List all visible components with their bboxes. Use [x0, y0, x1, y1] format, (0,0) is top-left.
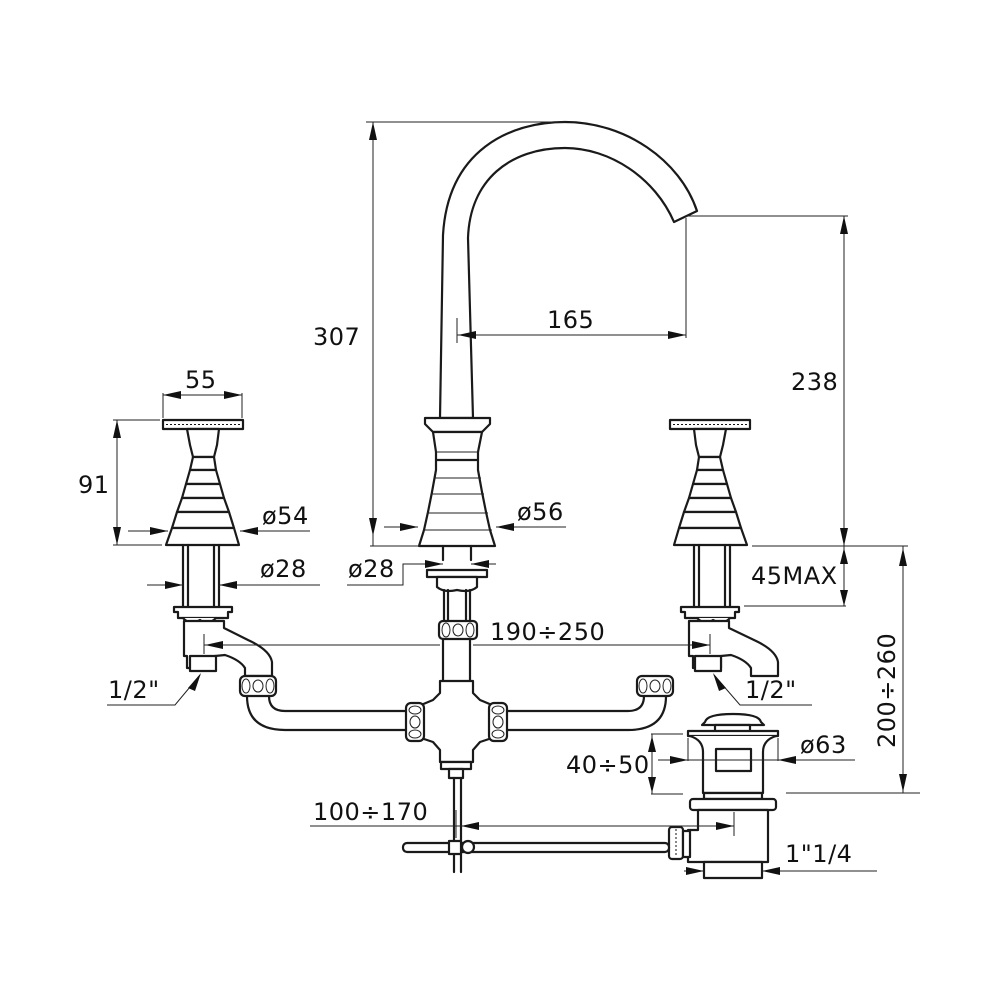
dim-spout-base-diameter: ø56	[517, 498, 564, 526]
spout-base-cap	[423, 416, 492, 434]
dim-shank-diameter-center: ø28	[348, 555, 395, 583]
dim-waste-plug-height: 40÷50	[566, 751, 650, 779]
dim-handle-height: 91	[78, 471, 110, 499]
pop-up-waste	[667, 712, 780, 880]
dim-spout-outlet-height: 238	[791, 368, 838, 396]
dim-below-deck-depth: 200÷260	[873, 633, 901, 748]
dim-waste-plug-diameter: ø63	[800, 731, 847, 759]
dimension-lines	[107, 121, 920, 875]
right-hose	[505, 674, 675, 732]
left-hose	[238, 674, 408, 732]
right-handle	[668, 418, 780, 678]
center-assembly	[404, 544, 509, 780]
cross-fitting	[419, 679, 494, 764]
dim-waste-thread: 1"1/4	[785, 840, 852, 868]
dim-handle-base-diameter: ø54	[262, 502, 309, 530]
left-handle	[161, 418, 274, 678]
spout	[417, 120, 699, 548]
spout-neck	[438, 120, 699, 420]
dim-handle-width: 55	[185, 366, 217, 394]
pull-rod	[401, 776, 671, 874]
dim-spout-reach: 165	[547, 306, 594, 334]
dim-inlet-thread-right: 1/2"	[745, 676, 797, 704]
dim-total-height: 307	[313, 323, 360, 351]
dim-deck-thickness-max: 45MAX	[751, 562, 838, 590]
dim-inlet-spacing: 190÷250	[490, 618, 605, 646]
spout-base-body	[417, 430, 497, 548]
dim-pull-rod-distance: 100÷170	[313, 798, 428, 826]
dim-shank-diameter-left: ø28	[260, 555, 307, 583]
waste-plug-cap	[700, 712, 766, 727]
dim-inlet-thread-left: 1/2"	[108, 676, 160, 704]
